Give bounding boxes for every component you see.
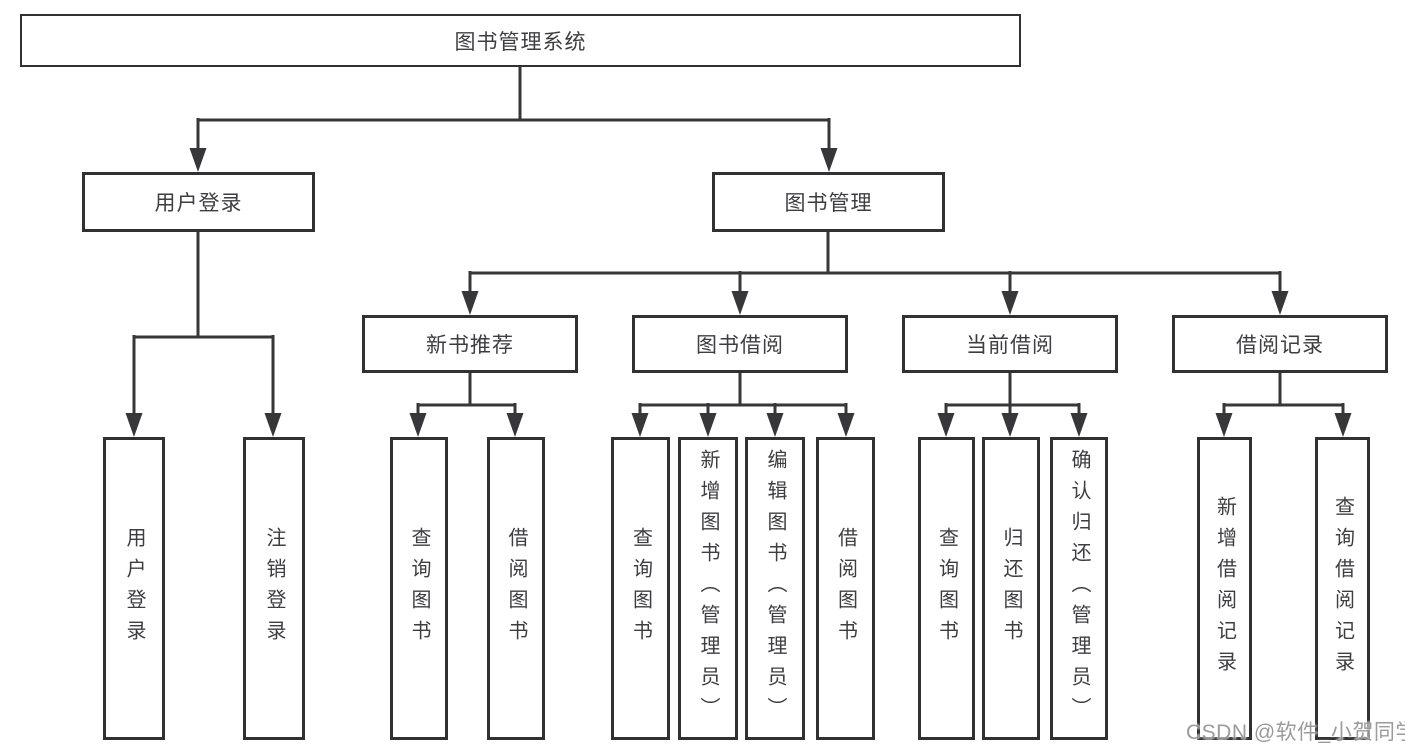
node-root: 图书管理系统 bbox=[20, 14, 1021, 67]
node-user-login: 用户登录 bbox=[82, 172, 315, 232]
node-current-borrow: 当前借阅 bbox=[902, 315, 1118, 373]
node-new-book-recommend: 新书推荐 bbox=[362, 315, 578, 373]
node-book-borrow: 图书借阅 bbox=[632, 315, 848, 373]
leaf-query-borrow-record: 查询借阅记录 bbox=[1315, 437, 1370, 740]
leaf-user-login-label: 用户登录 bbox=[123, 526, 145, 651]
leaf-edit-book-admin-label: 编辑图书（管理员） bbox=[764, 449, 786, 728]
leaf-borrow-books-2: 借阅图书 bbox=[816, 437, 875, 740]
leaf-add-book-admin-label: 新增图书（管理员） bbox=[697, 449, 719, 728]
leaf-borrow-books-2-label: 借阅图书 bbox=[834, 526, 857, 651]
csdn-watermark: CSDN @软件_小贺同学 bbox=[1186, 721, 1405, 744]
node-borrow-records: 借阅记录 bbox=[1172, 315, 1388, 373]
leaf-borrow-books-1: 借阅图书 bbox=[487, 437, 545, 740]
node-borrow-records-label: 借阅记录 bbox=[1236, 334, 1324, 357]
leaf-query-borrow-record-label: 查询借阅记录 bbox=[1331, 495, 1354, 682]
leaf-add-borrow-record-label: 新增借阅记录 bbox=[1213, 495, 1236, 682]
node-book-borrow-label: 图书借阅 bbox=[696, 334, 784, 357]
leaf-query-books-2: 查询图书 bbox=[611, 437, 670, 740]
node-current-borrow-label: 当前借阅 bbox=[966, 334, 1054, 357]
node-book-management-label: 图书管理 bbox=[784, 192, 873, 215]
leaf-user-login: 用户登录 bbox=[103, 437, 165, 740]
node-book-management: 图书管理 bbox=[712, 172, 945, 232]
node-new-book-recommend-label: 新书推荐 bbox=[426, 334, 514, 357]
leaf-query-books-1: 查询图书 bbox=[390, 437, 448, 740]
leaf-query-books-2-label: 查询图书 bbox=[629, 526, 652, 651]
leaf-edit-book-admin: 编辑图书（管理员） bbox=[745, 437, 805, 740]
leaf-return-book-label: 归还图书 bbox=[1000, 526, 1022, 651]
leaf-query-books-1-label: 查询图书 bbox=[408, 526, 430, 651]
leaf-add-book-admin: 新增图书（管理员） bbox=[678, 437, 738, 740]
leaf-add-borrow-record: 新增借阅记录 bbox=[1197, 437, 1252, 740]
leaf-confirm-return-admin-label: 确认归还（管理员） bbox=[1068, 449, 1090, 728]
node-root-label: 图书管理系统 bbox=[454, 30, 587, 54]
leaf-borrow-books-1-label: 借阅图书 bbox=[505, 526, 527, 651]
leaf-return-book: 归还图书 bbox=[982, 437, 1040, 740]
node-user-login-label: 用户登录 bbox=[154, 192, 243, 215]
leaf-query-books-3: 查询图书 bbox=[918, 437, 975, 740]
leaf-confirm-return-admin: 确认归还（管理员） bbox=[1050, 437, 1108, 740]
leaf-logout: 注销登录 bbox=[243, 437, 305, 740]
leaf-logout-label: 注销登录 bbox=[263, 526, 285, 651]
leaf-query-books-3-label: 查询图书 bbox=[935, 526, 958, 651]
